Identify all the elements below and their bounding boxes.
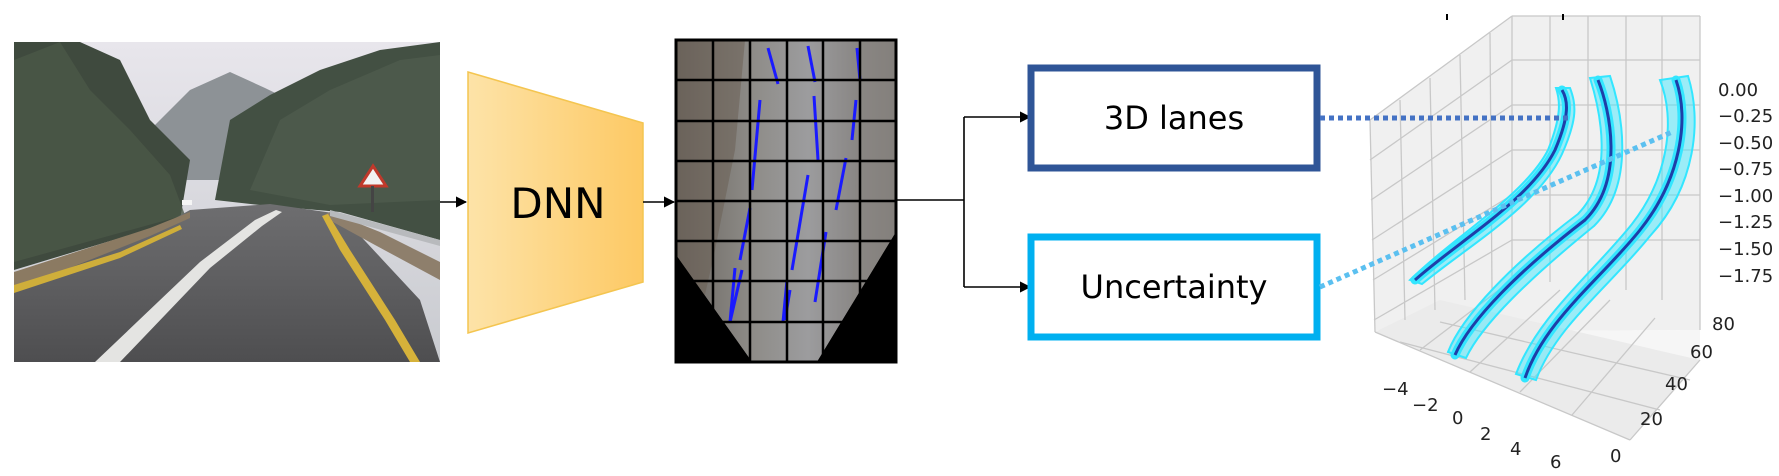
y-tick: 40 [1665,374,1688,395]
bev-lane-segment [806,45,817,83]
z-tick: 0.00 [1718,80,1758,101]
y-axis-ticks: 0 20 40 60 80 [1610,314,1735,467]
bev-mask [817,232,896,362]
lane-curves [1410,75,1687,383]
uncertainty-band [1408,87,1576,286]
z-tick: −0.25 [1718,106,1773,127]
lane-curve [1523,79,1684,379]
y-tick: 20 [1640,409,1663,430]
uncertainty-band [1514,74,1696,382]
z-tick: −1.50 [1718,239,1773,260]
branch-arrows [896,111,1032,293]
y-tick: 0 [1610,446,1621,467]
lanes-output-box [1027,64,1321,172]
plot-grid-line [1629,359,1701,441]
bev-grid-lines [676,40,896,362]
uncertainty-connector [1318,129,1674,290]
plot-grid-line [1369,15,1513,121]
x-tick: 2 [1480,424,1491,445]
x-tick: −2 [1412,395,1439,416]
plot-grid-line [1571,317,1656,416]
bev-lane-segment [790,174,810,271]
lanes-3d-plot: 0.00 −0.25 −0.50 −0.75 −1.00 −1.25 −1.50… [1369,14,1773,473]
z-tick: −0.50 [1718,133,1773,154]
bev-lane-segment [812,95,820,161]
plot-grid-line [1374,331,1631,441]
x-axis-ticks: −4 −2 0 2 4 6 [1382,379,1561,473]
uncertainty-output-box [1027,233,1321,341]
z-tick: −1.25 [1718,212,1773,233]
y-tick: 60 [1690,342,1713,363]
y-tick: 80 [1712,314,1735,335]
plot-grid-line [1399,99,1406,321]
x-tick: −4 [1382,379,1409,400]
input-road-image [14,42,440,362]
z-tick: −1.75 [1718,266,1773,287]
z-axis-ticks: 0.00 −0.25 −0.50 −0.75 −1.00 −1.25 −1.50… [1718,80,1773,287]
z-tick: −0.75 [1718,159,1773,180]
plot-grid-line [1469,289,1561,373]
z-tick: −1.00 [1718,186,1773,207]
x-tick: 6 [1550,452,1561,473]
lane-curve [1414,89,1568,282]
bev-grid-image [674,38,898,364]
dnn-label: DNN [510,179,605,228]
lane-curve [1453,79,1613,356]
plot-grid-line [1369,59,1700,161]
bev-lane-segment [766,47,780,85]
plot-grid-line [1371,149,1700,241]
dnn-block [467,71,644,334]
uncertainty-output-label: Uncertainty [1081,268,1268,306]
bev-lane-segment [738,207,752,261]
plot-grid-line [1369,119,1376,333]
plot-grid-line [1370,104,1700,201]
bev-lane-segment [750,99,762,191]
lanes-output-label: 3D lanes [1104,99,1244,137]
bev-lane-segment [728,269,744,323]
bev-mask [676,255,752,362]
x-tick: 0 [1452,408,1463,429]
x-tick: 4 [1510,439,1521,460]
